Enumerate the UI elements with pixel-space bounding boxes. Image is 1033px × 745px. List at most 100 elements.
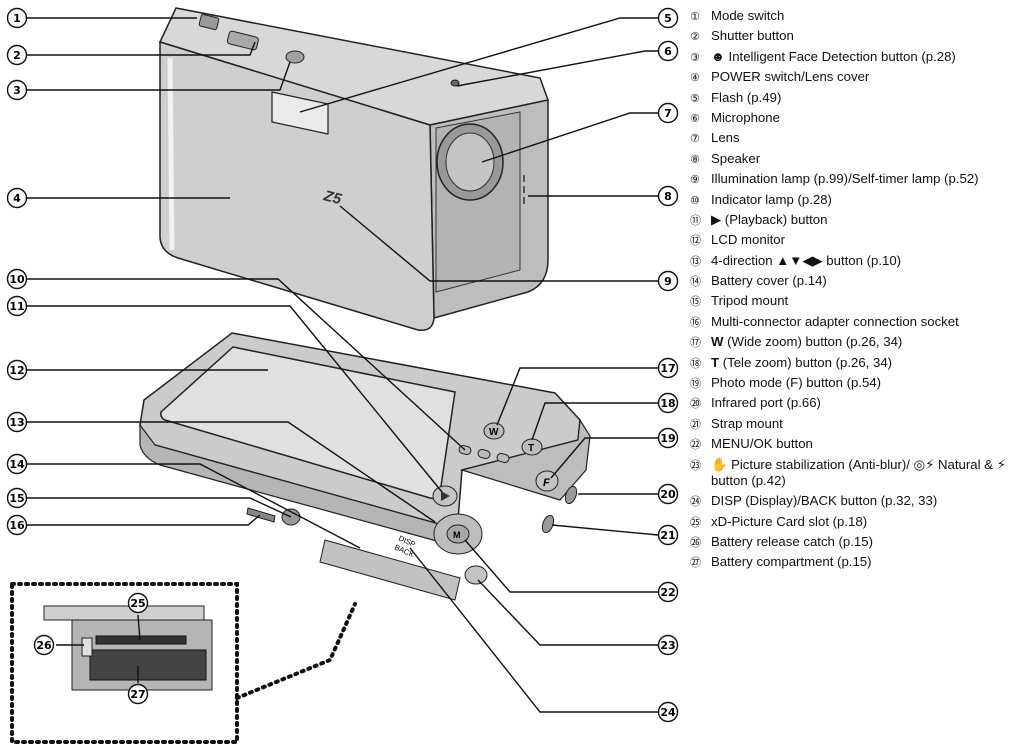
leader-11 bbox=[27, 305, 443, 493]
battery-release-catch bbox=[81, 637, 93, 657]
indicator-lamp-3 bbox=[496, 453, 510, 463]
svg-text:4: 4 bbox=[13, 192, 21, 205]
playback-icon bbox=[441, 491, 450, 501]
callout-11: 11 bbox=[6, 295, 28, 317]
callout-14: 14 bbox=[6, 453, 28, 475]
svg-text:5: 5 bbox=[664, 12, 672, 25]
callout-15: 15 bbox=[6, 487, 28, 509]
callout-12: 12 bbox=[6, 359, 28, 381]
leader-14 bbox=[27, 463, 361, 549]
svg-text:1: 1 bbox=[13, 12, 21, 25]
svg-text:11: 11 bbox=[9, 300, 24, 313]
svg-text:13: 13 bbox=[9, 416, 24, 429]
edge-highlight bbox=[167, 57, 175, 251]
leader-19 bbox=[550, 437, 658, 479]
legend-item: ③☻ Intelligent Face Detection button (p.… bbox=[690, 48, 956, 64]
leader-15 bbox=[27, 497, 292, 518]
picture-stabilization-button[interactable] bbox=[464, 565, 488, 585]
xd-card-slot bbox=[95, 635, 187, 645]
callout-3: 3 bbox=[6, 79, 28, 101]
leader-17 bbox=[496, 367, 658, 426]
menu-ok-label: M bbox=[453, 530, 461, 540]
svg-text:12: 12 bbox=[9, 364, 24, 377]
leader-6 bbox=[456, 50, 658, 87]
leader-13 bbox=[27, 421, 436, 523]
face-detection-button[interactable] bbox=[285, 50, 305, 64]
inset-border bbox=[10, 582, 239, 744]
callout-20: 20 bbox=[657, 483, 679, 505]
camera-front-view: Z5 bbox=[158, 7, 549, 331]
leader-18 bbox=[531, 402, 658, 441]
leader-16 bbox=[27, 514, 261, 526]
callout-18: 18 bbox=[657, 392, 679, 414]
svg-text:27: 27 bbox=[130, 688, 145, 701]
multi-connector-socket bbox=[246, 507, 276, 523]
svg-text:6: 6 bbox=[664, 45, 672, 58]
battery-cover bbox=[319, 539, 461, 601]
callout-13: 13 bbox=[6, 411, 28, 433]
svg-text:24: 24 bbox=[660, 706, 676, 719]
strap-mount bbox=[541, 514, 555, 534]
callout-5: 5 bbox=[657, 7, 679, 29]
svg-text:21: 21 bbox=[660, 529, 675, 542]
mode-switch[interactable] bbox=[198, 13, 220, 31]
photo-mode-label: F bbox=[543, 477, 550, 489]
callout-7: 7 bbox=[657, 102, 679, 124]
wide-zoom-label: W bbox=[489, 427, 499, 438]
battery-door bbox=[43, 605, 205, 621]
camera-diagram: Z5 W T F M DISP BACK bbox=[6, 7, 679, 744]
callout-25: 25 bbox=[127, 592, 149, 614]
svg-text:14: 14 bbox=[9, 458, 25, 471]
tele-zoom-label: T bbox=[528, 443, 534, 454]
callout-26: 26 bbox=[33, 634, 55, 656]
callout-4: 4 bbox=[6, 187, 28, 209]
shutter-button[interactable] bbox=[226, 30, 259, 51]
flash bbox=[271, 91, 329, 135]
svg-text:15: 15 bbox=[9, 492, 24, 505]
svg-text:18: 18 bbox=[660, 397, 675, 410]
callout-19: 19 bbox=[657, 427, 679, 449]
svg-text:25: 25 bbox=[130, 597, 145, 610]
svg-text:22: 22 bbox=[660, 586, 675, 599]
wide-zoom-button[interactable] bbox=[483, 422, 505, 440]
svg-text:16: 16 bbox=[9, 519, 25, 532]
menu-ok-button[interactable] bbox=[446, 524, 470, 544]
leader-23 bbox=[477, 579, 658, 646]
leader-3 bbox=[27, 61, 291, 91]
microphone bbox=[450, 79, 460, 87]
callout-8: 8 bbox=[657, 185, 679, 207]
callout-16: 16 bbox=[6, 514, 28, 536]
svg-text:7: 7 bbox=[664, 107, 672, 120]
callout-6: 6 bbox=[657, 40, 679, 62]
callout-23: 23 bbox=[657, 634, 679, 656]
leader-25 bbox=[137, 614, 141, 641]
callout-17: 17 bbox=[657, 357, 679, 379]
svg-text:3: 3 bbox=[13, 84, 21, 97]
svg-text:10: 10 bbox=[9, 273, 25, 286]
leader-lines bbox=[27, 17, 659, 713]
leader-7 bbox=[481, 112, 658, 163]
svg-text:17: 17 bbox=[660, 362, 675, 375]
leader-22 bbox=[464, 539, 658, 593]
battery-compartment bbox=[89, 649, 207, 681]
lens-cover-panel bbox=[159, 40, 435, 331]
svg-text:2: 2 bbox=[13, 49, 21, 62]
callout-10: 10 bbox=[6, 268, 28, 290]
legend-item: ⑪▶ (Playback) button bbox=[690, 211, 828, 227]
